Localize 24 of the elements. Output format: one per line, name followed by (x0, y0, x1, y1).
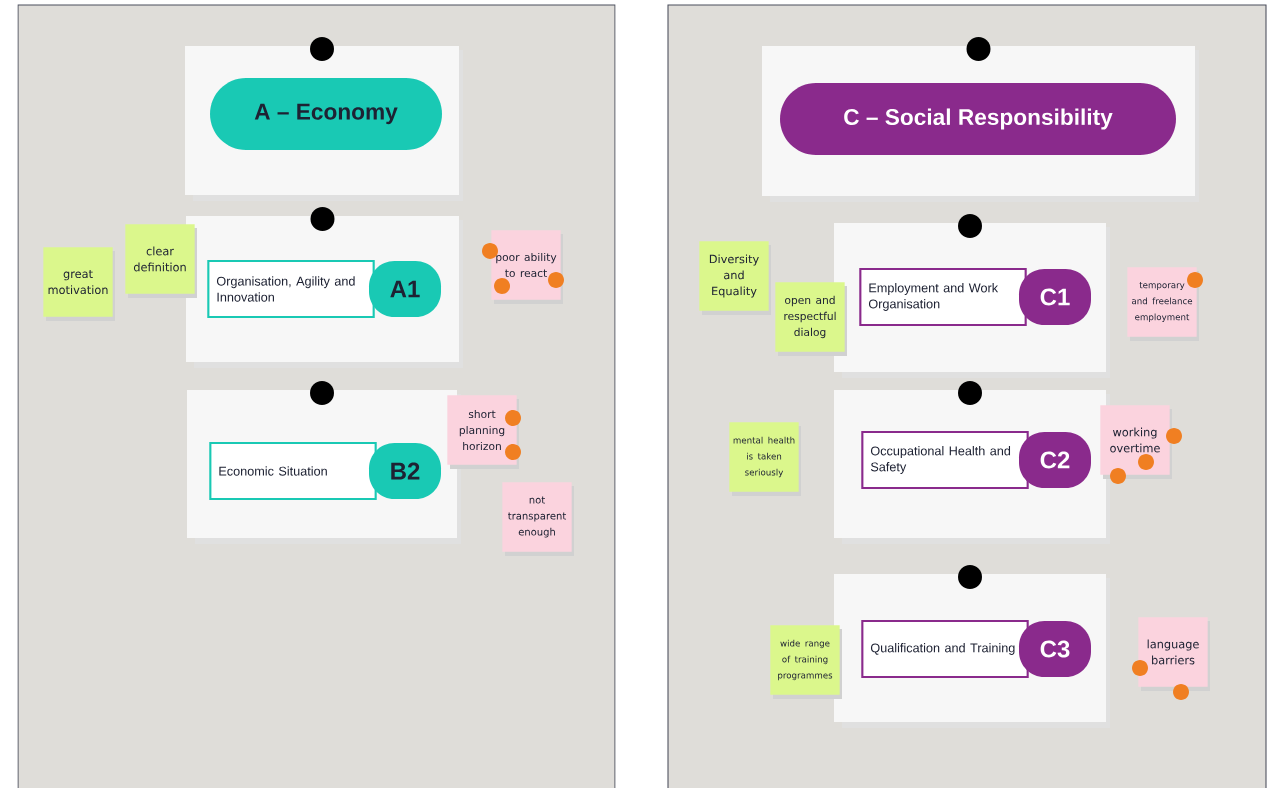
sticky-note: temporary and freelance employment (1127, 267, 1197, 337)
code-badge: C3 (1019, 621, 1091, 677)
sticky-note: wide range of training programmes (770, 625, 840, 695)
topic-box: Economic Situation (209, 441, 377, 501)
sticky-note: mental health is taken seriously (729, 422, 799, 492)
heading-pill: A – Economy (210, 78, 442, 150)
sticky-note: Diversity and Equality (699, 241, 769, 311)
sticky-note: great motivation (43, 247, 113, 317)
topic-box: Organisation, Agility and Innovation (207, 259, 375, 319)
sticky-note: open and respectful dialog (775, 282, 845, 352)
topic-box: Occupational Health and Safety (861, 430, 1029, 490)
topic-box: Employment and Work Organisation (859, 267, 1027, 327)
heading-pill: C – Social Responsibility (780, 83, 1176, 155)
code-badge: C1 (1019, 269, 1091, 325)
code-badge: C2 (1019, 432, 1091, 488)
topic-box: Qualification and Training (861, 619, 1029, 679)
sticky-note: poor ability to react (491, 230, 561, 300)
code-badge: A1 (369, 261, 441, 317)
sticky-note: working overtime (1100, 405, 1170, 475)
sticky-note: clear definition (125, 224, 195, 294)
sticky-note: language barriers (1138, 617, 1208, 687)
sticky-note: short planning horizon (447, 395, 517, 465)
code-badge: B2 (369, 443, 441, 499)
sticky-note: not transparent enough (502, 482, 572, 552)
